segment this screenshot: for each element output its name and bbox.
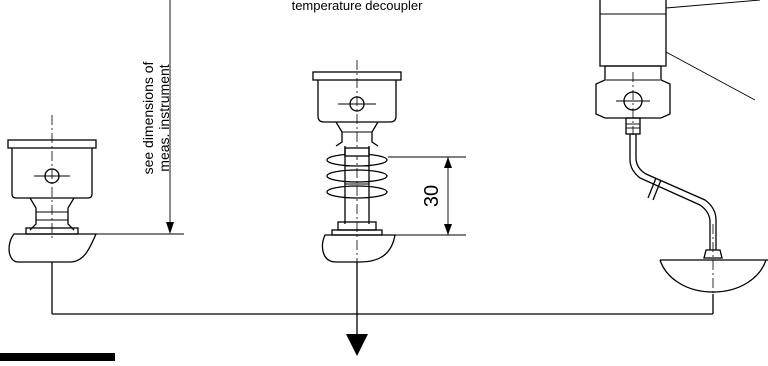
decoupler-assembly [312, 60, 466, 263]
bottom-black-tab [0, 353, 115, 361]
instrument-dimension [166, 0, 174, 234]
capillary-assembly [595, 0, 768, 296]
dimension-30-label: 30 [421, 185, 443, 207]
dimension-30 [388, 156, 466, 235]
selection-flow [51, 262, 714, 356]
down-arrow-icon [346, 334, 368, 356]
top-label: temperature decoupler [292, 0, 423, 13]
dimension-note-line1: see dimensions of [140, 61, 156, 174]
direct-mount-assembly [7, 115, 184, 263]
dimension-note-line2: meas. instrument [156, 64, 172, 171]
